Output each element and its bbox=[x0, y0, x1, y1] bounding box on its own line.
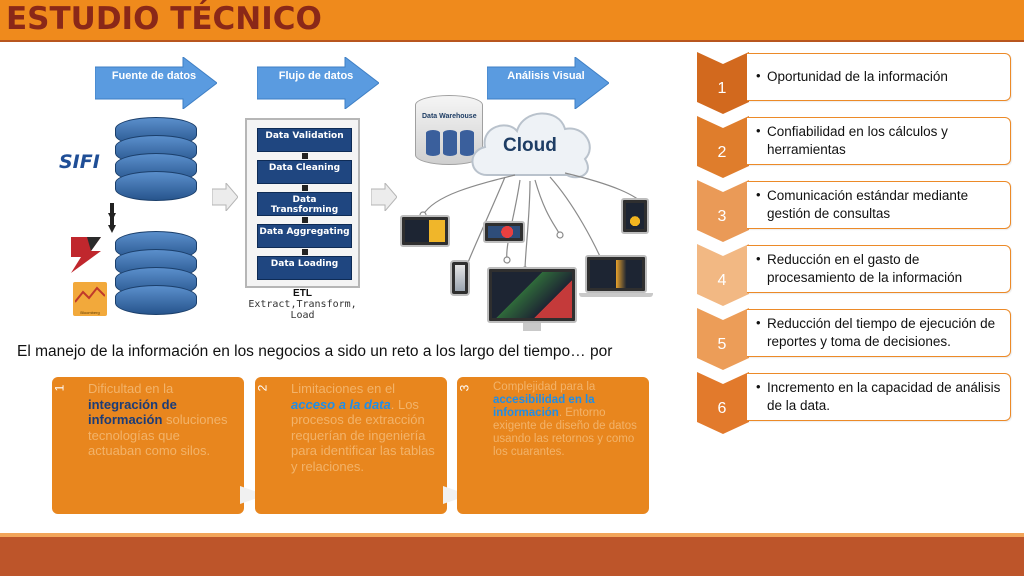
etl-down-arrow-icon bbox=[302, 153, 308, 159]
card-text: Complejidad para la accesibilidad en la … bbox=[493, 381, 641, 459]
benefit-text: Oportunidad de la información bbox=[767, 69, 948, 84]
etl-title: ETL bbox=[293, 288, 312, 299]
arrow-label-flujo: Flujo de datos bbox=[257, 57, 379, 109]
step-number: 6 bbox=[717, 400, 727, 417]
steps-chevrons bbox=[697, 52, 749, 434]
finance-logo-icon bbox=[71, 237, 101, 273]
bullet-icon: • bbox=[756, 123, 761, 138]
card-number: 3 bbox=[457, 384, 472, 392]
benefit-text: Comunicación estándar mediante gestión d… bbox=[767, 188, 969, 221]
etl-step: Data Aggregating bbox=[257, 224, 352, 248]
bullet-icon: • bbox=[756, 68, 761, 83]
step-number: 3 bbox=[717, 208, 727, 225]
etl-step: Data Loading bbox=[257, 256, 352, 280]
etl-subtitle: Extract,Transform, Load bbox=[248, 299, 357, 321]
bloomberg-logo: Bloomberg bbox=[73, 282, 107, 316]
problem-card-3: 3 Complejidad para la accesibilidad en l… bbox=[457, 377, 649, 514]
phone-icon bbox=[450, 260, 470, 296]
bloomberg-label: Bloomberg bbox=[80, 310, 100, 315]
card-text-pre: Complejidad para la bbox=[493, 381, 596, 393]
arrow-fuente-de-datos bbox=[95, 57, 217, 109]
title-bar: ESTUDIO TÉCNICO bbox=[0, 0, 1024, 42]
card-text-pre: Limitaciones en el bbox=[291, 381, 396, 396]
data-flow-diagram: Fuente de datos Flujo de datos Análisis … bbox=[55, 55, 665, 340]
benefit-item-4: • Reducción en el gasto de procesamiento … bbox=[747, 245, 1011, 293]
etl-caption: ETL Extract,Transform, Load bbox=[235, 288, 370, 321]
data-warehouse-label: Data Warehouse bbox=[422, 113, 477, 120]
arrow-label: Flujo de datos bbox=[278, 70, 354, 82]
step-number: 1 bbox=[717, 80, 727, 97]
benefit-item-5: • Reducción del tiempo de ejecución de re… bbox=[747, 309, 1011, 357]
problem-card-1: 1 Dificultad en la integración de inform… bbox=[52, 377, 244, 514]
step-number: 5 bbox=[717, 336, 727, 353]
etl-down-arrow-icon bbox=[302, 185, 308, 191]
card-text: Dificultad en la integración de informac… bbox=[88, 381, 236, 459]
arrow-label-analisis: Análisis Visual bbox=[487, 57, 609, 109]
bullet-icon: • bbox=[756, 187, 761, 202]
arrow-label: Fuente de datos bbox=[111, 70, 197, 82]
step-5: 5 bbox=[697, 308, 747, 374]
step-4: 4 bbox=[697, 244, 747, 310]
etl-step: Data Transforming bbox=[257, 192, 352, 216]
laptop-icon bbox=[585, 255, 647, 293]
arrow-label-fuente: Fuente de datos bbox=[95, 57, 217, 109]
card-text-post: . Los procesos de extracción requerían d… bbox=[291, 396, 435, 474]
benefit-item-1: • Oportunidad de la información bbox=[747, 53, 1011, 101]
data-warehouse-icon bbox=[415, 95, 483, 165]
benefit-item-3: • Comunicación estándar mediante gestión … bbox=[747, 181, 1011, 229]
benefit-text: Incremento en la capacidad de análisis d… bbox=[767, 380, 1001, 413]
problem-card-2: 2 Limitaciones en el acceso a la data. L… bbox=[255, 377, 447, 514]
step-1: 1 bbox=[697, 52, 747, 118]
database-icon bbox=[115, 117, 197, 201]
sifi-logo-text: SIFI bbox=[59, 151, 100, 173]
gray-arrow-icon bbox=[212, 183, 238, 211]
database-icon bbox=[115, 231, 197, 315]
laptop-base-icon bbox=[579, 293, 653, 297]
benefit-text: Reducción en el gasto de procesamiento d… bbox=[767, 252, 963, 285]
gray-arrow-icon bbox=[371, 183, 397, 211]
cloud-label: Cloud bbox=[503, 135, 557, 156]
monitor-chart-icon bbox=[483, 221, 525, 243]
footer-accent-line bbox=[0, 533, 1024, 537]
benefit-item-6: • Incremento en la capacidad de análisis … bbox=[747, 373, 1011, 421]
cloud-icon bbox=[471, 112, 591, 179]
etl-box: Data Validation Data Cleaning Data Trans… bbox=[245, 118, 360, 288]
etl-step: Data Validation bbox=[257, 128, 352, 152]
intro-text: El manejo de la información en los negoc… bbox=[17, 343, 613, 360]
card-text-highlight: integración de información bbox=[88, 396, 177, 428]
etl-down-arrow-icon bbox=[302, 249, 308, 255]
etl-step: Data Cleaning bbox=[257, 160, 352, 184]
monitor-stand-icon bbox=[523, 323, 541, 331]
card-text-post: soluciones tecnologías que actuaban como… bbox=[88, 412, 228, 458]
arrow-flujo-de-datos bbox=[257, 57, 379, 109]
step-3: 3 bbox=[697, 180, 747, 246]
etl-down-arrow-icon bbox=[302, 217, 308, 223]
card-text-pre: Dificultad en la bbox=[88, 381, 174, 396]
arrow-label: Análisis Visual bbox=[507, 70, 585, 82]
card-text-post: . Entorno exigente de diseño de datos us… bbox=[493, 407, 637, 458]
benefit-text: Reducción del tiempo de ejecución de rep… bbox=[767, 316, 996, 349]
step-2: 2 bbox=[697, 116, 747, 182]
benefit-item-2: • Confiabilidad en los cálculos y herrami… bbox=[747, 117, 1011, 165]
step-6: 6 bbox=[697, 372, 747, 438]
bullet-icon: • bbox=[756, 379, 761, 394]
sifi-logo: SIFI bbox=[59, 151, 111, 173]
benefit-text: Confiabilidad en los cálculos y herramie… bbox=[767, 124, 948, 157]
bullet-icon: • bbox=[756, 251, 761, 266]
step-number: 4 bbox=[717, 272, 727, 289]
card-text-highlight: accesibilidad en la información bbox=[493, 394, 595, 419]
down-arrow-icon bbox=[108, 215, 116, 233]
slide-title: ESTUDIO TÉCNICO bbox=[6, 1, 322, 37]
card-number: 2 bbox=[255, 384, 270, 392]
tablet-pie-icon bbox=[621, 198, 649, 234]
footer-bar bbox=[0, 537, 1024, 576]
card-text: Limitaciones en el acceso a la data. Los… bbox=[291, 381, 439, 474]
card-text-highlight: acceso a la data bbox=[291, 396, 391, 412]
tablet-dashboard-icon bbox=[400, 215, 450, 247]
desktop-dashboard-icon bbox=[487, 267, 577, 323]
arrow-analisis-visual bbox=[487, 57, 609, 109]
bullet-icon: • bbox=[756, 315, 761, 330]
card-number: 1 bbox=[52, 384, 67, 392]
step-number: 2 bbox=[717, 144, 727, 161]
